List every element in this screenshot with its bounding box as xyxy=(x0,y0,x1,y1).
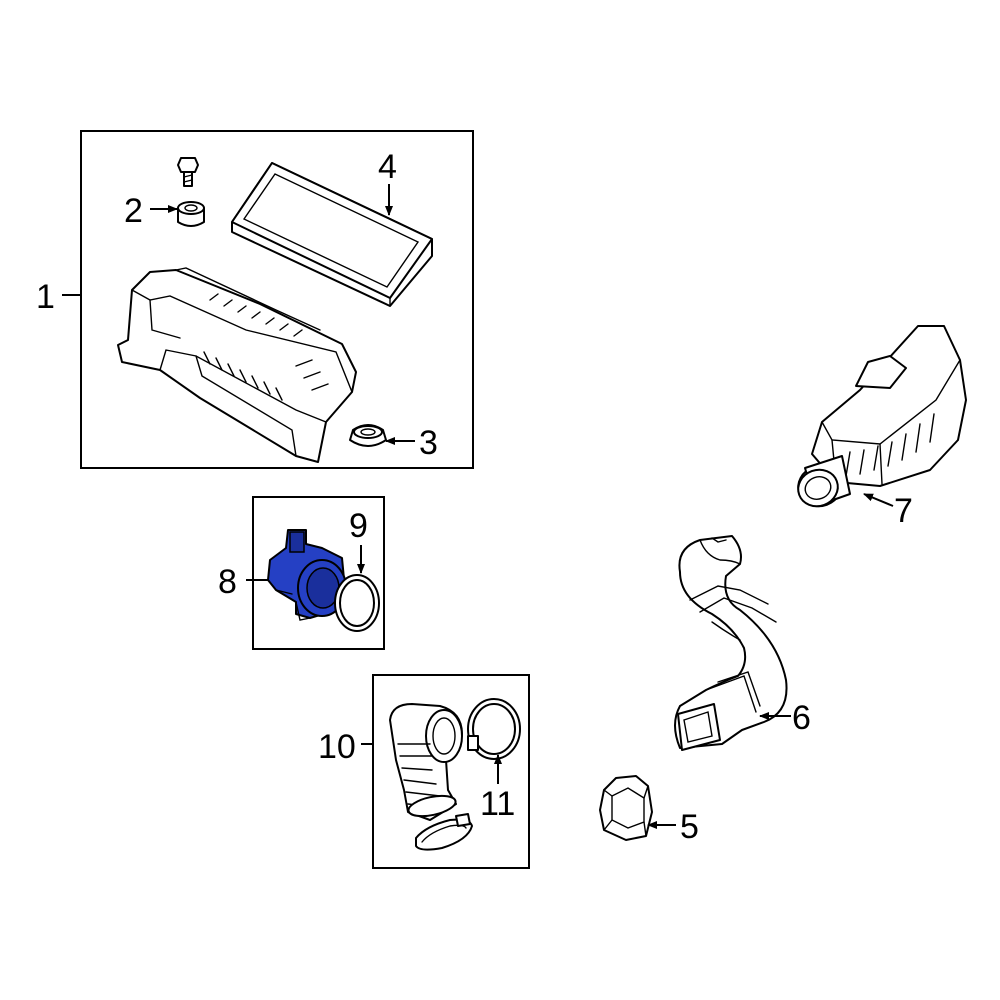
bolt-part[interactable] xyxy=(177,157,199,187)
grommet-part-2[interactable] xyxy=(177,201,205,227)
group-box-maf-sensor xyxy=(252,496,385,650)
air-cleaner-housing[interactable] xyxy=(117,267,357,463)
callout-3[interactable]: 3 xyxy=(419,424,438,462)
callout-2[interactable]: 2 xyxy=(124,192,143,230)
housing-ribs xyxy=(203,293,329,401)
callout-11[interactable]: 11 xyxy=(480,785,515,823)
o-ring-part[interactable] xyxy=(334,574,380,632)
outlet-duct-part[interactable] xyxy=(389,703,463,821)
callout-4[interactable]: 4 xyxy=(378,148,397,186)
group-box-air-cleaner xyxy=(80,130,474,469)
callout-7[interactable]: 7 xyxy=(894,492,913,530)
intake-hose-part[interactable] xyxy=(674,535,788,751)
hose-clamp-part[interactable] xyxy=(467,698,521,760)
callout-8[interactable]: 8 xyxy=(218,563,237,601)
resonator-outlet xyxy=(797,455,851,508)
group-box-outlet-duct xyxy=(372,674,530,869)
callout-5[interactable]: 5 xyxy=(680,808,699,846)
leader-line-7 xyxy=(863,493,894,507)
grommet-part-3[interactable] xyxy=(349,424,387,447)
callout-6[interactable]: 6 xyxy=(792,699,811,737)
resonator-part[interactable] xyxy=(792,325,967,512)
lower-clamp-part[interactable] xyxy=(415,813,473,851)
callout-10[interactable]: 10 xyxy=(318,728,356,766)
callout-9[interactable]: 9 xyxy=(349,507,368,545)
seal-adapter-part[interactable] xyxy=(599,775,653,841)
callout-1[interactable]: 1 xyxy=(36,278,55,316)
air-filter-element[interactable] xyxy=(231,162,433,307)
